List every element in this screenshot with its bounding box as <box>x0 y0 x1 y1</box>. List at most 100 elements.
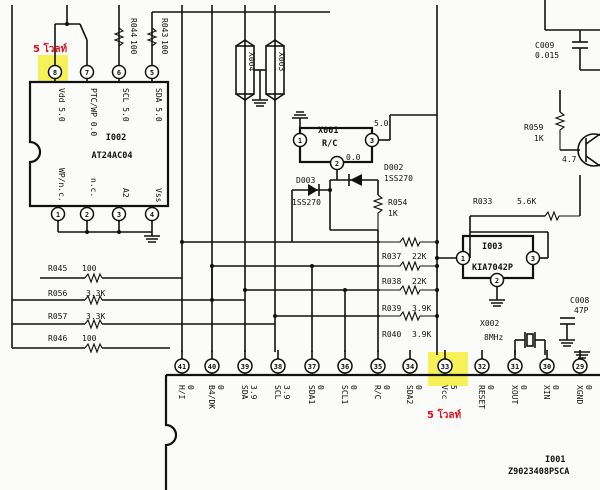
i001-pin-32 <box>474 358 490 374</box>
i002-pin-3-num: 3 <box>117 211 121 219</box>
i002-top-wiring <box>54 5 330 65</box>
capacitor-c008: C008 47P <box>559 296 589 347</box>
ground-icon <box>144 235 160 243</box>
voltage-note-top: 5 โวลท์ <box>33 42 68 55</box>
resistor-r037: R037 22K <box>380 236 437 261</box>
i001-pin-label: R/C <box>373 385 382 400</box>
x001-part: R/C <box>322 139 337 149</box>
i001-pin-num: 29 <box>576 363 584 371</box>
left-bus-wires <box>11 5 438 355</box>
i002-ref: I002 <box>106 133 126 143</box>
i001-pin-label: SCL1 <box>340 385 349 404</box>
d003-part: 1SS270 <box>292 198 321 207</box>
r039-value: 3.9K <box>412 304 431 313</box>
i001-pin-36 <box>337 358 353 374</box>
r059-value: 1K <box>534 134 544 143</box>
i002-label-nc: n.c. <box>89 178 98 197</box>
c008-value: 47P <box>574 306 589 315</box>
i001-pin-voltage: 3.9 <box>282 385 291 400</box>
i001-pin-label: SCL <box>273 385 282 400</box>
i001-pin-num: 35 <box>374 363 382 371</box>
i001-pin-34 <box>402 358 418 374</box>
r040-value: 3.9K <box>412 330 431 339</box>
i001-pin-label: SDA2 <box>405 385 414 404</box>
diode-d003: D003 1SS270 <box>292 176 330 207</box>
i001-pin-voltage: 0 <box>551 385 560 390</box>
transistor: 4.7 <box>562 133 600 167</box>
c008-ref: C008 <box>570 296 589 305</box>
x001-pin-3: 3 <box>370 137 374 145</box>
i002-pin-6 <box>111 64 127 80</box>
i002-pin-8 <box>47 64 63 80</box>
i002-pin-1-num: 1 <box>56 211 60 219</box>
i001-pin-37 <box>304 358 320 374</box>
i001-pin-num: 33 <box>441 363 449 371</box>
i003-pin-1: 1 <box>461 255 465 263</box>
d003-ref: D003 <box>296 176 315 185</box>
i001-pin-num: 30 <box>543 363 551 371</box>
i002-label-scl: SCL 5.0 <box>121 88 130 122</box>
i001-pin-31 <box>507 358 523 374</box>
component-x001: 1 3 2 X001 R/C 5.0 0.0 <box>292 111 437 171</box>
i001-pin-voltage: 0 <box>414 385 423 390</box>
i001-pin-39 <box>237 358 253 374</box>
r033-ref: R033 <box>473 197 492 206</box>
r057-value: 3.3K <box>86 312 105 321</box>
i001-pin-num: 32 <box>478 363 486 371</box>
i001-pin-label: XOUT <box>510 385 519 404</box>
voltage-note-bottom: 5 โวลท์ <box>427 408 462 421</box>
i001-ref: I001 <box>545 455 565 465</box>
i001-pin-label: XGND <box>575 385 584 404</box>
r046-ref: R046 <box>48 334 67 343</box>
i001-pin-num: 36 <box>341 363 349 371</box>
i002-pin-7-num: 7 <box>85 69 89 77</box>
resistor-r046: R046 100 <box>12 334 170 354</box>
i002-label-wp: WP/n.c. <box>57 168 66 202</box>
i003-part: KIA7042P <box>472 263 513 273</box>
i002-label-vss: Vss <box>154 188 163 203</box>
i001-pin-label: SDA <box>240 385 249 400</box>
horizontal-bus-lines <box>180 240 380 352</box>
resistor-r054: R054 1K <box>372 194 407 230</box>
x001-bottom-value: 0.0 <box>346 153 361 162</box>
r044-ref: R044 <box>129 18 138 37</box>
x001-pin-1: 1 <box>298 137 302 145</box>
i002-part: AT24AC04 <box>92 151 133 161</box>
component-x004: X004 <box>235 39 256 101</box>
c009-ref: C009 <box>535 41 554 50</box>
r043-ref: R043 <box>160 18 169 37</box>
r043-value: 100 <box>160 40 169 55</box>
x001-voltage: 5.0 <box>374 119 389 128</box>
ic-i001: I001 Z9023408PSCA <box>164 373 600 490</box>
i002-pin-6-num: 6 <box>117 69 121 77</box>
i001-pin-voltage: 0 <box>486 385 495 390</box>
i001-pin-voltage: 0 <box>316 385 325 390</box>
i003-ref: I003 <box>482 242 502 252</box>
r045-ref: R045 <box>48 264 67 273</box>
i001-pin-num: 37 <box>308 363 316 371</box>
i002-label-vdd: Vdd 5.0 <box>57 88 66 122</box>
diode-d002: D002 1SS270 <box>330 163 413 186</box>
i002-bottom-wiring <box>57 221 160 243</box>
i002-pin-4 <box>144 206 160 222</box>
i001-pin-40 <box>204 358 220 374</box>
i001-pin-label: XIN <box>542 385 551 400</box>
i002-pin-2-num: 2 <box>85 211 89 219</box>
r045-value: 100 <box>82 264 97 273</box>
i001-pin-num: 40 <box>208 363 216 371</box>
i003-pin-3: 3 <box>531 255 535 263</box>
crystal-x002: X002 8MHz <box>480 319 546 355</box>
i001-pin-voltage: 0 <box>349 385 358 390</box>
i002-label-sda: SDA 5.0 <box>154 88 163 122</box>
r037-value: 22K <box>412 252 427 261</box>
i001-pin-30 <box>539 358 555 374</box>
r038-ref: R038 <box>382 277 401 286</box>
r056-value: 3.3K <box>86 289 105 298</box>
i002-pin-5 <box>144 64 160 80</box>
i001-pin-num: 38 <box>274 363 282 371</box>
i001-pin-label: SDA1 <box>307 385 316 404</box>
i001-pin-num: 31 <box>511 363 519 371</box>
resistor-r038: R038 22K <box>380 260 437 286</box>
